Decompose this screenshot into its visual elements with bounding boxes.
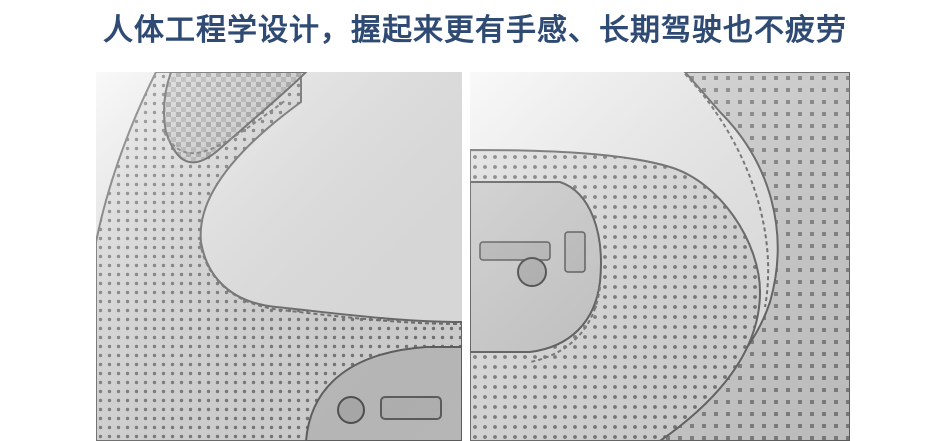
page-title: 人体工程学设计，握起来更有手感、长期驾驶也不疲劳 — [103, 13, 847, 48]
steering-wheel-left-grip-image — [96, 72, 462, 441]
steering-wheel-right-grip-image — [470, 72, 850, 441]
